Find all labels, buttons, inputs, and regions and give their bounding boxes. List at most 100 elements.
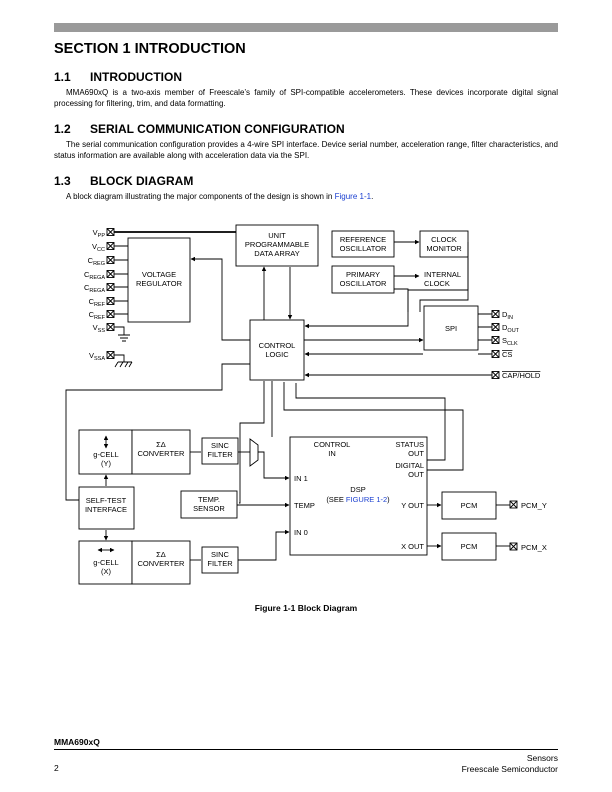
clock-monitor-label: CLOCK (431, 235, 457, 244)
pin-label: CREF (89, 297, 106, 308)
pin-label: DOUT (502, 323, 520, 334)
pin-label: DIN (502, 310, 513, 321)
sinc-filter-y-label: SINC (211, 441, 230, 450)
clock-monitor-label: MONITOR (426, 244, 462, 253)
gcell-y-label: (Y) (101, 459, 112, 468)
pcm-y-pin-label: PCM_Y (521, 501, 547, 510)
pin-dout: DOUT (491, 323, 520, 334)
paragraph-text: The serial communication configuration p… (54, 140, 558, 160)
pcm-x-block (441, 532, 497, 561)
footer-doc-id: MMA690xQ (54, 737, 100, 747)
sigma-delta-symbol: ΣΔ (156, 550, 166, 559)
spi-label: SPI (445, 324, 457, 333)
paragraph-text: A block diagram illustrating the major c… (66, 192, 335, 201)
dsp-digital-out-label: OUT (408, 470, 424, 479)
pin-label: CAP/HOLD (502, 371, 541, 380)
clock-monitor-block (419, 230, 469, 258)
paragraph-serial-config: The serial communication configuration p… (54, 140, 558, 161)
sinc-filter-y-label: FILTER (207, 450, 233, 459)
figure-caption: Figure 1-1 Block Diagram (254, 603, 358, 613)
reference-oscillator-label: OSCILLATOR (340, 244, 387, 253)
figure-1-1-link[interactable]: Figure 1-1 (334, 192, 372, 201)
dsp-in0-label: IN 0 (294, 528, 308, 537)
converter-y-label: CONVERTER (138, 449, 186, 458)
pin-sclk: SCLK (491, 336, 518, 347)
dsp-control-in-label: IN (328, 449, 336, 458)
page-number: 2 (54, 763, 59, 773)
spi-block (423, 305, 479, 351)
footer-rule (54, 749, 558, 751)
pin-vcc: VCC (92, 242, 115, 253)
dsp-digital-out-label: DIGITAL (395, 461, 424, 470)
pin-label: CREG (88, 256, 105, 267)
pin-crega: CREGA (84, 270, 115, 281)
internal-clock-label: INTERNAL (424, 270, 461, 279)
pin-label: CREF (89, 310, 106, 321)
header-bar (54, 23, 558, 32)
dsp-status-out-label: OUT (408, 449, 424, 458)
dsp-block (289, 436, 428, 556)
converter-x-block (131, 540, 191, 585)
dsp-control-in-label: CONTROL (314, 440, 351, 449)
sinc-filter-x-label: FILTER (207, 559, 233, 568)
voltage-regulator-label: REGULATOR (136, 279, 183, 288)
dsp-label: DSP (350, 485, 365, 494)
primary-oscillator-label: PRIMARY (346, 270, 380, 279)
control-logic-label: CONTROL (259, 341, 296, 350)
dsp-status-out-label: STATUS (396, 440, 424, 449)
dsp-see-figure: (SEE FIGURE 1-2) (326, 495, 390, 504)
pin-label: VSSA (89, 351, 105, 362)
voltage-regulator-label: VOLTAGE (142, 270, 176, 279)
pin-cref: CREF (89, 297, 115, 308)
internal-clock-label: CLOCK (424, 279, 450, 288)
pin-creg: CREG (88, 256, 115, 267)
dsp-xout-label: X OUT (401, 542, 424, 551)
footer-right: Sensors Freescale Semiconductor (462, 753, 558, 775)
unit-programmable-block (235, 224, 319, 267)
dsp-temp-label: TEMP (294, 501, 315, 510)
temp-sensor-label: TEMP. (198, 495, 220, 504)
reference-oscillator-block (331, 230, 395, 258)
pin-label: CREGA (84, 270, 105, 281)
block-diagram: VPP VCC CREG CREGA CREGA CREF CREF VSS VSSA VOLT… (65, 224, 547, 585)
heading-text: SERIAL COMMUNICATION CONFIGURATION (90, 122, 345, 136)
control-logic-label: LOGIC (265, 350, 289, 359)
heading-1-2: 1.2 SERIAL COMMUNICATION CONFIGURATION (54, 122, 345, 136)
control-logic-block (249, 319, 305, 381)
heading-1-3: 1.3 BLOCK DIAGRAM (54, 174, 193, 188)
pin-vssa: VSSA (89, 351, 115, 362)
pin-label: VPP (93, 228, 106, 239)
converter-y-block (131, 429, 191, 475)
footer-category: Sensors (526, 753, 558, 763)
pcm-y-pin: PCM_Y (509, 500, 547, 510)
converter-x-label: CONVERTER (138, 559, 186, 568)
pin-cref: CREF (89, 310, 115, 321)
primary-oscillator-label: OSCILLATOR (340, 279, 387, 288)
pin-din: DIN (491, 310, 513, 321)
pin-cap-hold: CAP/HOLD (491, 371, 541, 380)
reference-oscillator-label: REFERENCE (340, 235, 386, 244)
gcell-y-label: g-CELL (93, 450, 118, 459)
pin-label: SCLK (502, 336, 518, 347)
paragraph-introduction: MMA690xQ is a two-axis member of Freesca… (54, 88, 558, 109)
figure-1-2-link[interactable]: FIGURE 1-2 (346, 495, 387, 504)
heading-number: 1.2 (54, 122, 71, 136)
unit-programmable-label: PROGRAMMABLE (245, 240, 309, 249)
self-test-label: INTERFACE (85, 505, 127, 514)
unit-programmable-label: DATA ARRAY (254, 249, 299, 258)
temp-sensor-block (180, 490, 238, 519)
sigma-delta-symbol: ΣΔ (156, 440, 166, 449)
pin-label: VSS (93, 323, 106, 334)
heading-number: 1.3 (54, 174, 71, 188)
self-test-label: SELF-TEST (86, 496, 127, 505)
heading-text: BLOCK DIAGRAM (90, 174, 194, 188)
pin-label: CREGA (84, 283, 105, 294)
left-pins: VPP VCC CREG CREGA CREGA CREF CREF VSS VSSA (84, 228, 115, 362)
unit-programmable-label: UNIT (268, 231, 286, 240)
pcm-x-label: PCM (461, 542, 478, 551)
pcm-x-pin: PCM_X (509, 542, 547, 552)
dsp-yout-label: Y OUT (401, 501, 424, 510)
heading-text: INTRODUCTION (90, 70, 182, 84)
section-title: SECTION 1 INTRODUCTION (54, 41, 246, 57)
